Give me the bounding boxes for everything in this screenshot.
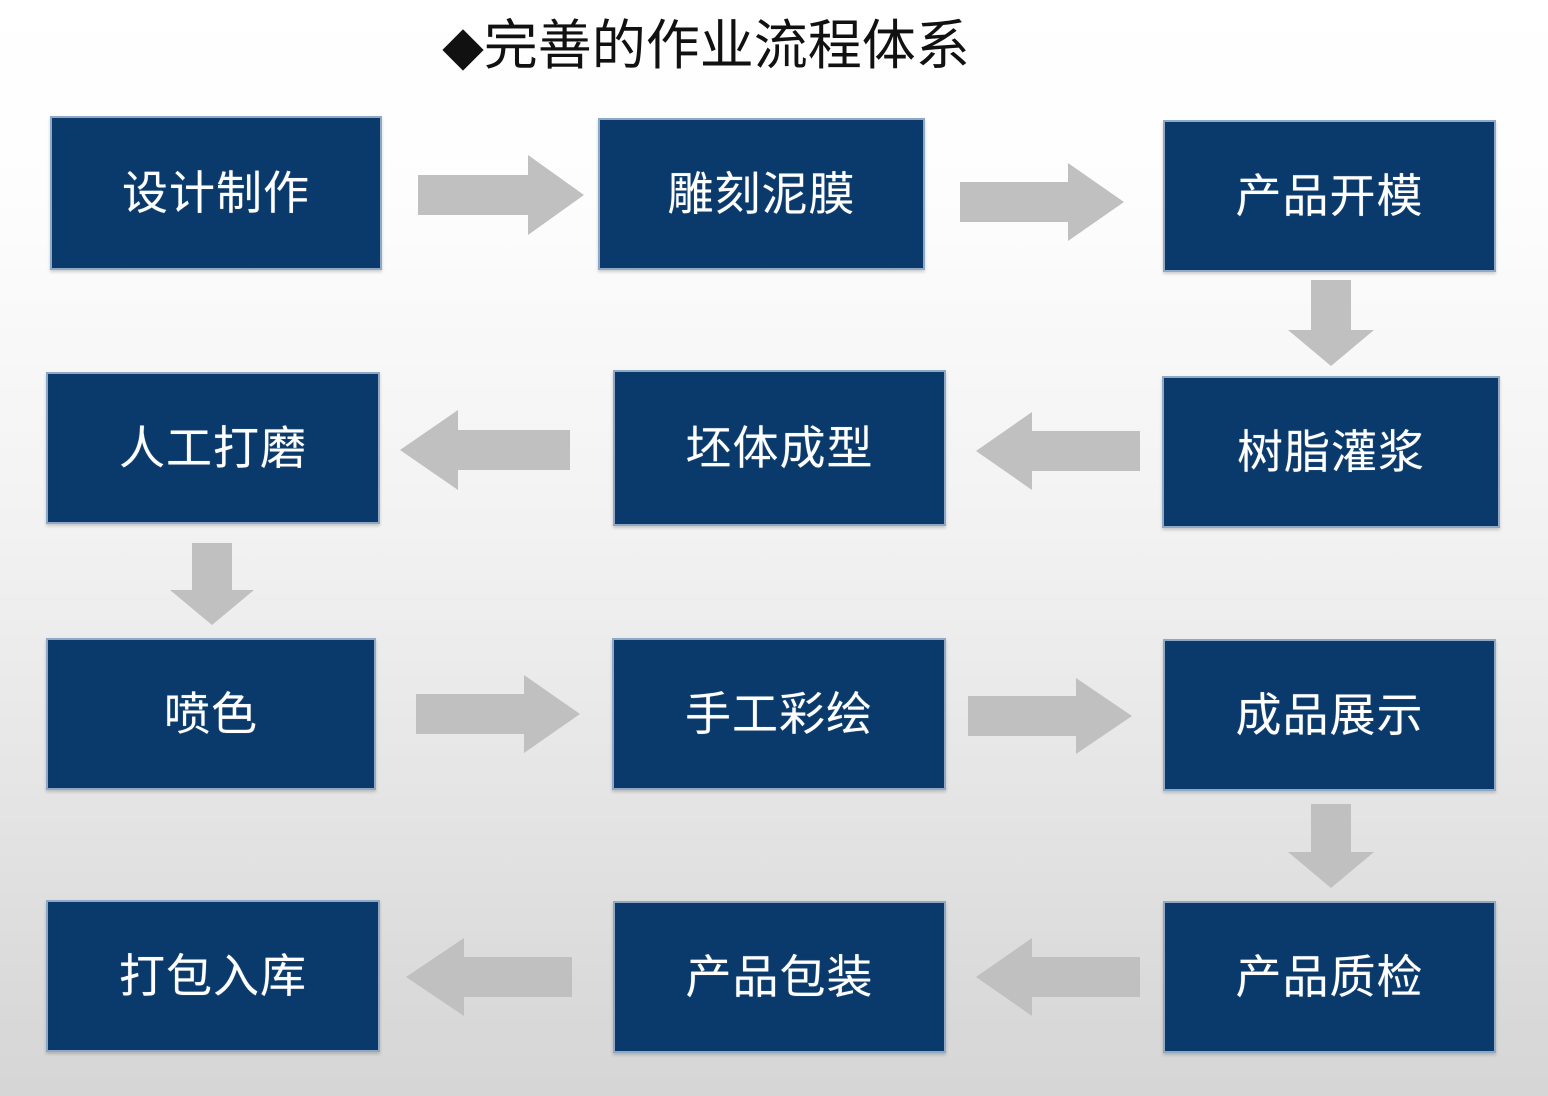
node-label: 产品质检	[1235, 950, 1424, 1004]
arrow-right-handpaint-to-display	[968, 678, 1132, 754]
arrow-right-icon	[960, 163, 1124, 241]
process-node-resin-casting[interactable]: 树脂灌浆	[1162, 376, 1500, 528]
process-node-mold-opening[interactable]: 产品开模	[1163, 120, 1496, 272]
node-label: 产品包装	[685, 950, 874, 1004]
arrow-right-icon	[416, 675, 580, 753]
process-node-warehouse[interactable]: 打包入库	[46, 900, 380, 1052]
node-label: 产品开模	[1235, 169, 1424, 223]
arrow-right-icon	[968, 678, 1132, 754]
arrow-right-design-to-carving	[418, 155, 584, 235]
arrow-left-icon	[406, 938, 572, 1016]
arrow-left-qc-to-packaging	[976, 938, 1140, 1016]
node-label: 坯体成型	[685, 421, 874, 475]
arrow-right-icon	[418, 155, 584, 235]
arrow-left-forming-to-polishing	[400, 410, 570, 490]
arrow-left-packaging-to-warehouse	[406, 938, 572, 1016]
arrow-down-icon	[170, 543, 254, 625]
arrow-down-display-to-qc	[1288, 804, 1374, 888]
arrow-down-icon	[1288, 804, 1374, 888]
node-label: 喷色	[164, 687, 258, 741]
node-label: 人工打磨	[119, 421, 307, 475]
node-label: 设计制作	[122, 166, 310, 220]
arrow-right-carving-to-mold	[960, 163, 1124, 241]
process-node-design[interactable]: 设计制作	[50, 116, 382, 270]
node-label: 树脂灌浆	[1237, 425, 1425, 479]
arrow-right-spray-to-handpaint	[416, 675, 580, 753]
node-label: 雕刻泥膜	[667, 167, 856, 221]
arrow-down-mold-to-resin	[1288, 280, 1374, 366]
arrow-left-icon	[976, 938, 1140, 1016]
node-label: 成品展示	[1235, 688, 1424, 742]
node-label: 打包入库	[119, 949, 307, 1003]
process-node-hand-polishing[interactable]: 人工打磨	[46, 372, 380, 524]
process-node-packaging[interactable]: 产品包装	[613, 901, 946, 1053]
process-node-spray-painting[interactable]: 喷色	[46, 638, 376, 790]
arrow-left-resin-to-forming	[976, 412, 1140, 490]
page-title: ◆完善的作业流程体系	[442, 14, 970, 77]
process-node-hand-painting[interactable]: 手工彩绘	[612, 638, 946, 790]
process-node-finished-display[interactable]: 成品展示	[1163, 639, 1496, 791]
arrow-down-icon	[1288, 280, 1374, 366]
process-node-clay-carving[interactable]: 雕刻泥膜	[598, 118, 925, 270]
arrow-left-icon	[976, 412, 1140, 490]
node-label: 手工彩绘	[685, 687, 873, 741]
slide-title: ◆完善的作业流程体系	[0, 12, 1548, 80]
arrow-left-icon	[400, 410, 570, 490]
arrow-down-polishing-to-spray	[170, 543, 254, 625]
process-node-blank-forming[interactable]: 坯体成型	[613, 370, 946, 526]
process-node-quality-check[interactable]: 产品质检	[1163, 901, 1496, 1053]
